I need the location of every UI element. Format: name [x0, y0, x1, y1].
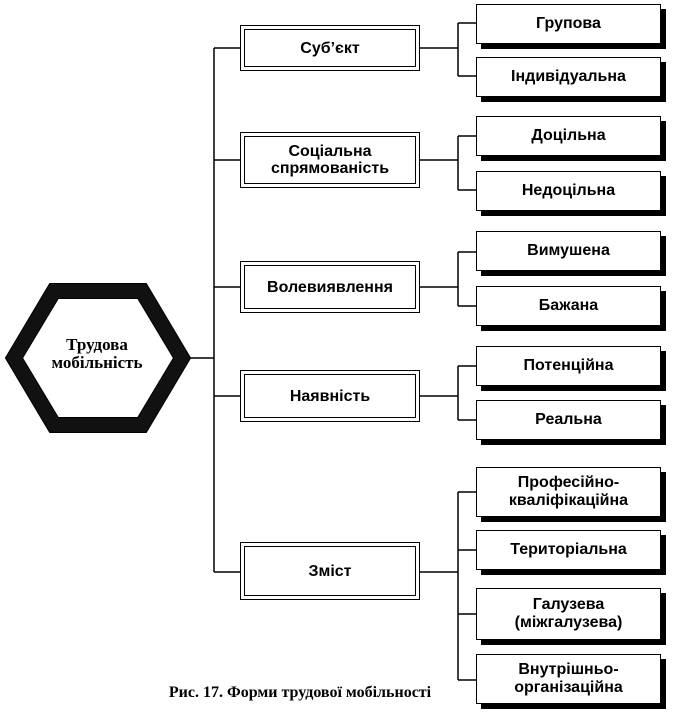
- form-individual: Індивідуальна: [476, 57, 661, 97]
- category-subject-label: Суб’єкт: [244, 29, 416, 67]
- form-territorial: Територіальна: [476, 530, 661, 570]
- form-professional-qualification: Професійно-кваліфікаційна: [476, 467, 661, 517]
- category-social-direction: Соціальна спрямованість: [240, 132, 420, 188]
- form-intraorganizational: Внутрішньо-організаційна: [476, 654, 661, 704]
- figure-caption: Рис. 17. Форми трудової мобільності: [168, 684, 432, 701]
- form-sectoral: Галузева (міжгалузева): [476, 588, 661, 640]
- form-forced: Вимушена: [476, 231, 661, 271]
- category-will-expression: Волевиявлення: [240, 261, 420, 313]
- category-presence: Наявність: [240, 370, 420, 422]
- hub-label: Трудова мобільність: [51, 335, 143, 372]
- category-content: Зміст: [240, 542, 420, 600]
- form-group: Групова: [476, 4, 661, 44]
- form-potential: Потенційна: [476, 346, 661, 386]
- category-presence-label: Наявність: [244, 374, 416, 418]
- category-social-direction-label: Соціальна спрямованість: [244, 136, 416, 184]
- form-real: Реальна: [476, 400, 661, 440]
- connectors: [190, 22, 476, 681]
- form-inexpedient: Недоцільна: [476, 171, 661, 211]
- category-subject: Суб’єкт: [240, 25, 420, 71]
- category-content-label: Зміст: [244, 546, 416, 596]
- form-expedient: Доцільна: [476, 116, 661, 156]
- category-will-expression-label: Волевиявлення: [244, 265, 416, 309]
- form-desired: Бажана: [476, 286, 661, 326]
